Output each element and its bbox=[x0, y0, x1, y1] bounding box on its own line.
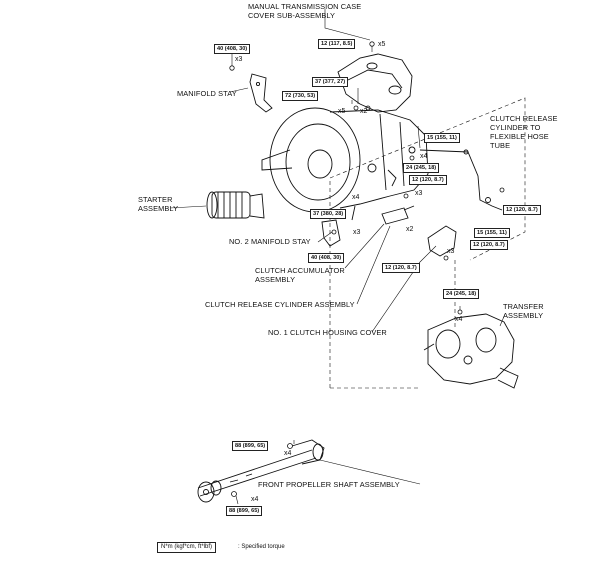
label-starter: STARTER ASSEMBLY bbox=[138, 195, 179, 213]
torque-box: 24 (245, 18) bbox=[403, 163, 440, 173]
torque-box: 24 (245, 18) bbox=[443, 289, 480, 299]
torque-box: 15 (155, 11) bbox=[474, 228, 510, 238]
label-manifold-stay: MANIFOLD STAY bbox=[177, 89, 237, 98]
qty-label: x3 bbox=[235, 56, 243, 63]
transmission-housing-part bbox=[261, 107, 429, 221]
label-clutch-release-cylinder: CLUTCH RELEASE CYLINDER ASSEMBLY bbox=[205, 300, 355, 309]
label-no2-manifold-stay: NO. 2 MANIFOLD STAY bbox=[229, 237, 311, 246]
clutch-release-part bbox=[381, 169, 415, 225]
torque-box: 40 (408, 30) bbox=[214, 44, 251, 54]
torque-box: 37 (377, 27) bbox=[312, 77, 349, 87]
qty-label: x4 bbox=[251, 496, 259, 503]
qty-label: x5 bbox=[338, 108, 346, 115]
qty-label: x3 bbox=[353, 229, 361, 236]
torque-box: 12 (117, 8.5) bbox=[318, 39, 356, 49]
torque-box: 12 (120, 8.7) bbox=[382, 263, 420, 273]
label-transfer: TRANSFER ASSEMBLY bbox=[503, 302, 544, 320]
propeller-shaft-part bbox=[197, 439, 325, 503]
torque-box: 12 (120, 8.7) bbox=[470, 240, 508, 250]
torque-box: 15 (155, 11) bbox=[424, 133, 460, 143]
qty-label: x4 bbox=[284, 450, 292, 457]
torque-box: 40 (408, 30) bbox=[308, 253, 345, 263]
label-clutch-release-tube: CLUTCH RELEASE CYLINDER TO FLEXIBLE HOSE… bbox=[490, 114, 558, 150]
label-mt-case-cover: MANUAL TRANSMISSION CASE COVER SUB-ASSEM… bbox=[248, 2, 362, 20]
qty-label: x2 bbox=[360, 108, 368, 115]
leader-lines bbox=[169, 9, 506, 505]
no2-manifold-stay-part bbox=[321, 219, 341, 247]
qty-label: x3 bbox=[415, 190, 423, 197]
starter-part bbox=[206, 191, 265, 219]
label-no1-clutch-housing-cover: NO. 1 CLUTCH HOUSING COVER bbox=[268, 328, 387, 337]
qty-label: x4 bbox=[420, 153, 428, 160]
clutch-housing-cover-part bbox=[427, 225, 457, 257]
torque-box: 88 (899, 65) bbox=[226, 506, 263, 516]
case-cover-part bbox=[337, 53, 413, 113]
torque-box: 12 (120, 8.7) bbox=[409, 175, 447, 185]
qty-label: x3 bbox=[447, 248, 455, 255]
manifold-stay-part bbox=[249, 73, 273, 113]
label-front-propeller-shaft: FRONT PROPELLER SHAFT ASSEMBLY bbox=[258, 480, 400, 489]
legend-text: : Specified torque bbox=[238, 544, 285, 550]
torque-box: 37 (380, 28) bbox=[310, 209, 347, 219]
legend-box: N*m (kgf*cm, ft*lbf) bbox=[157, 542, 217, 553]
hose-tube-part bbox=[419, 149, 503, 211]
qty-label: x4 bbox=[352, 194, 360, 201]
label-clutch-accumulator: CLUTCH ACCUMULATOR ASSEMBLY bbox=[255, 266, 345, 284]
torque-box: 72 (730, 53) bbox=[282, 91, 319, 101]
qty-label: x5 bbox=[378, 41, 386, 48]
torque-box: 88 (899, 65) bbox=[232, 441, 269, 451]
qty-label: x4 bbox=[455, 316, 463, 323]
torque-box: 12 (120, 8.7) bbox=[503, 205, 541, 215]
transfer-part bbox=[423, 313, 519, 389]
qty-label: x2 bbox=[406, 226, 414, 233]
